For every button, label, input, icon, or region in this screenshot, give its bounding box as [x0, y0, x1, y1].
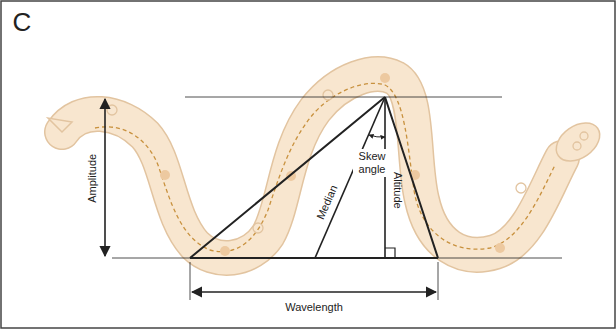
line-label: Altitude [391, 172, 404, 209]
line-label: Median [314, 183, 340, 221]
panel-letter: C [13, 8, 32, 38]
snake-body [48, 73, 607, 258]
dimension-label: Wavelength [285, 301, 343, 314]
dimension-label: Amplitude [86, 154, 99, 203]
measurement-lines [105, 97, 562, 300]
angle-label: Skew angle [353, 149, 391, 176]
